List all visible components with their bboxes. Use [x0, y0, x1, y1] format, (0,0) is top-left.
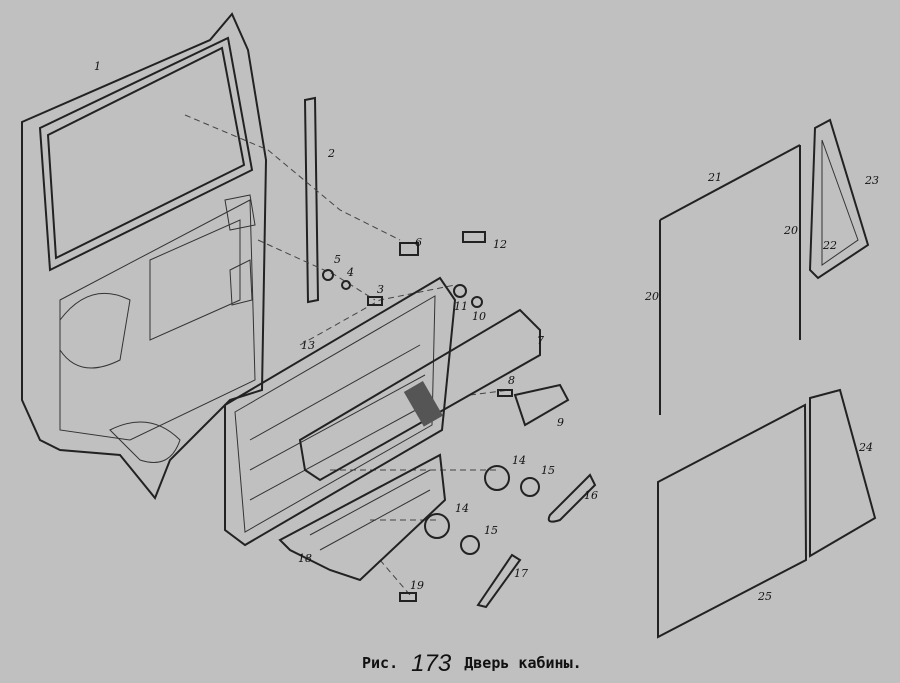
part-label: 12 — [493, 238, 507, 251]
part-labels: 1 2 3 4 5 6 7 8 9 10 11 12 13 14 14 15 1… — [94, 60, 879, 603]
part-label: 9 — [557, 416, 564, 429]
part-label: 15 — [484, 524, 498, 537]
part-label: 22 — [822, 239, 837, 252]
window-glass-and-seals — [657, 118, 877, 639]
part-label: 7 — [537, 334, 544, 347]
part-label: 17 — [514, 567, 528, 580]
part-label: 13 — [301, 339, 315, 352]
part-label: 14 — [455, 502, 469, 515]
part-label: 14 — [512, 454, 526, 467]
part-label: 18 — [298, 552, 312, 565]
part-label: 3 — [377, 283, 384, 296]
door-shell — [21, 12, 268, 500]
part-label: 8 — [508, 374, 515, 387]
figure-number: 173 — [411, 650, 452, 677]
part-label: 6 — [415, 236, 422, 249]
caption-title: Дверь кабины. — [464, 654, 582, 672]
part-label: 20 — [644, 290, 659, 303]
armrest — [298, 308, 541, 482]
door-trim-panel — [224, 276, 457, 547]
part-label: 5 — [334, 253, 341, 266]
caption-prefix: Рис. — [362, 654, 399, 672]
part-label: 19 — [410, 579, 424, 592]
part-label: 25 — [757, 590, 772, 603]
window-guide-channel — [303, 96, 320, 304]
part-label: 15 — [541, 464, 555, 477]
part-label: 16 — [584, 489, 598, 502]
part-label: 24 — [858, 441, 873, 454]
door-pocket — [278, 453, 447, 582]
part-label: 1 — [94, 60, 101, 73]
figure-caption: Рис. 173 Дверь кабины. — [362, 650, 582, 678]
part-label: 11 — [454, 300, 468, 313]
part-label: 21 — [707, 171, 722, 184]
part-label: 4 — [346, 266, 354, 279]
part-label: 23 — [864, 174, 879, 187]
small-parts — [322, 231, 597, 609]
assembly-leader-lines — [184, 114, 511, 596]
part-label: 2 — [327, 147, 335, 160]
part-label: 20 — [783, 224, 798, 237]
part-label: 10 — [472, 310, 486, 323]
